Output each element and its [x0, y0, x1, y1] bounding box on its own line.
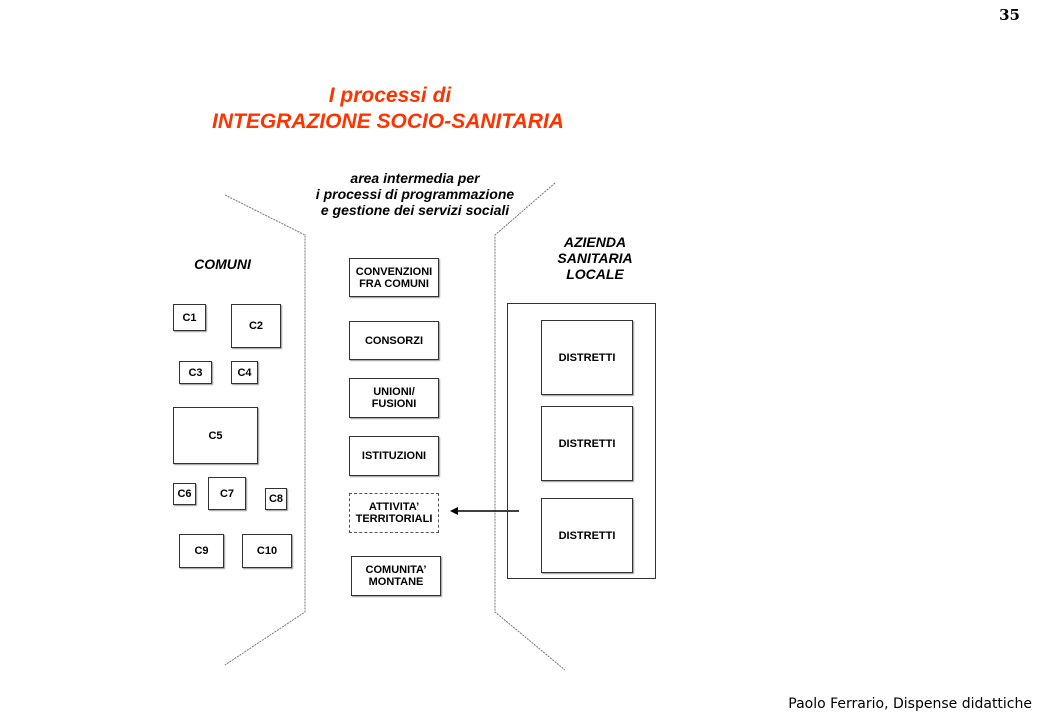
comune-box: C6 — [173, 483, 196, 505]
box-consorzi: CONSORZI — [349, 321, 439, 360]
comune-box: C5 — [173, 407, 258, 464]
box-attivita-territoriali: ATTIVITA’ TERRITORIALI — [349, 493, 439, 533]
title-line1: I processi di — [328, 84, 452, 107]
comune-box: C4 — [231, 361, 258, 384]
box-comunita-montane: COMUNITA’ MONTANE — [351, 556, 441, 596]
title-line2: INTEGRAZIONE SOCIO-SANITARIA — [212, 110, 564, 133]
left-heading: COMUNI — [194, 256, 251, 272]
right-heading: AZIENDA SANITARIA LOCALE — [557, 234, 633, 282]
box-istituzioni: ISTITUZIONI — [349, 436, 439, 476]
arrow-head-icon — [450, 507, 458, 515]
box-unioni: UNIONI/ FUSIONI — [349, 378, 439, 418]
left-divider — [224, 194, 306, 666]
box-convenzioni: CONVENZIONI FRA COMUNI — [349, 258, 439, 297]
footer: Paolo Ferrario, Dispense didattiche — [788, 696, 1032, 712]
comune-box: C7 — [208, 477, 246, 510]
box-distretti: DISTRETTI — [541, 320, 633, 395]
box-distretti: DISTRETTI — [541, 498, 633, 573]
asl-container — [507, 303, 656, 579]
box-distretti: DISTRETTI — [541, 406, 633, 481]
comune-box: C9 — [179, 534, 224, 568]
comune-box: C8 — [265, 488, 287, 510]
comune-box: C10 — [242, 534, 292, 568]
page-number: 35 — [999, 6, 1020, 24]
comune-box: C2 — [231, 304, 281, 348]
comune-box: C1 — [173, 304, 206, 331]
middle-heading: area intermedia per i processi di progra… — [315, 170, 515, 218]
comune-box: C3 — [179, 361, 212, 384]
right-divider — [494, 182, 566, 671]
